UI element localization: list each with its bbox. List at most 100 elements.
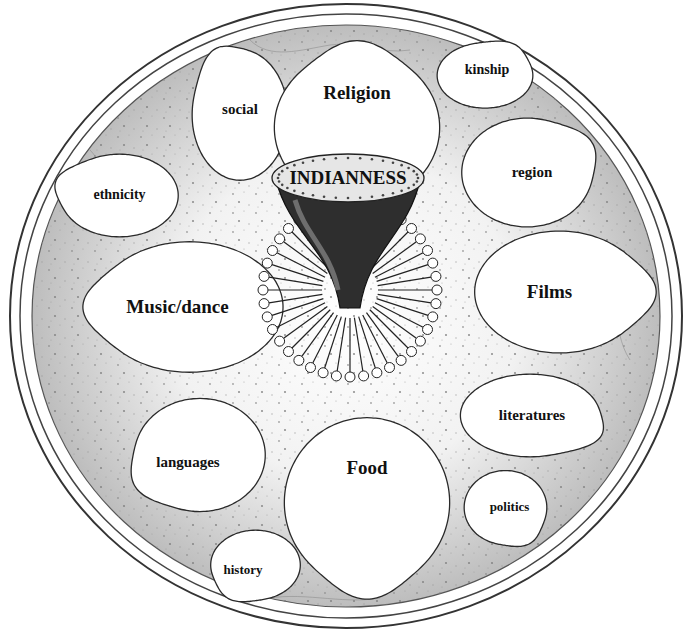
pod-seed (400, 164, 403, 167)
pod-seed (400, 190, 403, 193)
pod-seed (286, 167, 289, 170)
stamen (292, 310, 330, 348)
anther (283, 223, 293, 233)
anther (428, 312, 438, 322)
lotus-petal: kinship (430, 38, 540, 113)
petal-shape (464, 471, 547, 547)
pod-seed (312, 194, 315, 197)
anther (359, 371, 369, 381)
pod-seed (323, 158, 326, 161)
lotus-petal: Food (272, 405, 462, 600)
anther (275, 336, 285, 346)
pod-seed (417, 177, 420, 180)
petal-label: literatures (499, 407, 565, 424)
pod-seed (335, 196, 338, 199)
petal-shape (437, 41, 533, 108)
pod-seed (371, 158, 374, 161)
petal-label: region (512, 164, 553, 181)
anther (384, 363, 394, 373)
anther (415, 234, 425, 244)
pod-seed (302, 192, 305, 195)
pod-seed (293, 190, 296, 193)
anther (267, 246, 277, 256)
pod-seed (416, 173, 419, 176)
lotus-petal: literatures (450, 368, 610, 463)
pod-seed (412, 170, 415, 173)
petal-shape (475, 231, 657, 353)
pod-seed (286, 187, 289, 190)
stamen (378, 277, 431, 285)
lotus-petal: ethnicity (52, 148, 187, 243)
petal-label: Films (527, 281, 572, 303)
stamen (354, 318, 362, 371)
pod-seed (407, 167, 410, 170)
petal-shape (192, 46, 288, 180)
anther (372, 368, 382, 378)
anther (306, 363, 316, 373)
anther (259, 299, 269, 309)
pod-seed (278, 180, 281, 183)
stamen (302, 313, 334, 357)
plate-rim (20, 14, 672, 618)
pod-seed (323, 195, 326, 198)
petal-shape (131, 398, 265, 511)
petal-shape (55, 154, 178, 237)
anther (267, 324, 277, 334)
pod-seed (382, 194, 385, 197)
pod-seed (382, 159, 385, 162)
pod-seed (347, 157, 350, 160)
petal-shape (83, 242, 283, 373)
petal-label: languages (156, 454, 219, 471)
pod-seed (412, 184, 415, 187)
pod-seed (392, 161, 395, 164)
lotus-petal: Films (462, 222, 657, 362)
anther (423, 324, 433, 334)
petal-label: Religion (323, 82, 391, 104)
plate-ground (32, 25, 660, 607)
pod-seed (347, 197, 350, 200)
pod-seed (407, 187, 410, 190)
plate-texture (32, 25, 660, 607)
petal-shape (210, 530, 300, 602)
anther (407, 223, 417, 233)
pod-seed (281, 184, 284, 187)
stamen (373, 306, 417, 338)
petal-label: history (224, 563, 263, 578)
pod-seed (293, 164, 296, 167)
stamen (378, 289, 432, 290)
anther (262, 312, 272, 322)
anther (407, 347, 417, 357)
stamen (366, 313, 398, 357)
anther (283, 347, 293, 357)
anther (432, 285, 442, 295)
pod-shading (295, 200, 338, 290)
anther (331, 371, 341, 381)
pod-body (276, 180, 420, 308)
pod-seed (281, 170, 284, 173)
pod-seed (278, 173, 281, 176)
stamen (313, 315, 338, 363)
stamen (268, 289, 322, 290)
anther (318, 368, 328, 378)
petal-shape (462, 118, 596, 227)
petal-label: social (222, 101, 258, 118)
anther (423, 246, 433, 256)
petal-label: kinship (465, 62, 509, 78)
stamen (277, 253, 325, 278)
stamen (375, 303, 423, 328)
anther (259, 271, 269, 281)
lotus-pod: INDIANNESS (250, 140, 450, 390)
anther (431, 271, 441, 281)
anther (415, 336, 425, 346)
petal-label: politics (490, 500, 530, 515)
pod-seed (312, 159, 315, 162)
pod-seed (359, 157, 362, 160)
anther (396, 355, 406, 365)
stamen (370, 310, 408, 348)
pod-seed (371, 195, 374, 198)
anther (345, 372, 355, 382)
anther (294, 355, 304, 365)
anther (431, 299, 441, 309)
pod-top (272, 154, 424, 202)
